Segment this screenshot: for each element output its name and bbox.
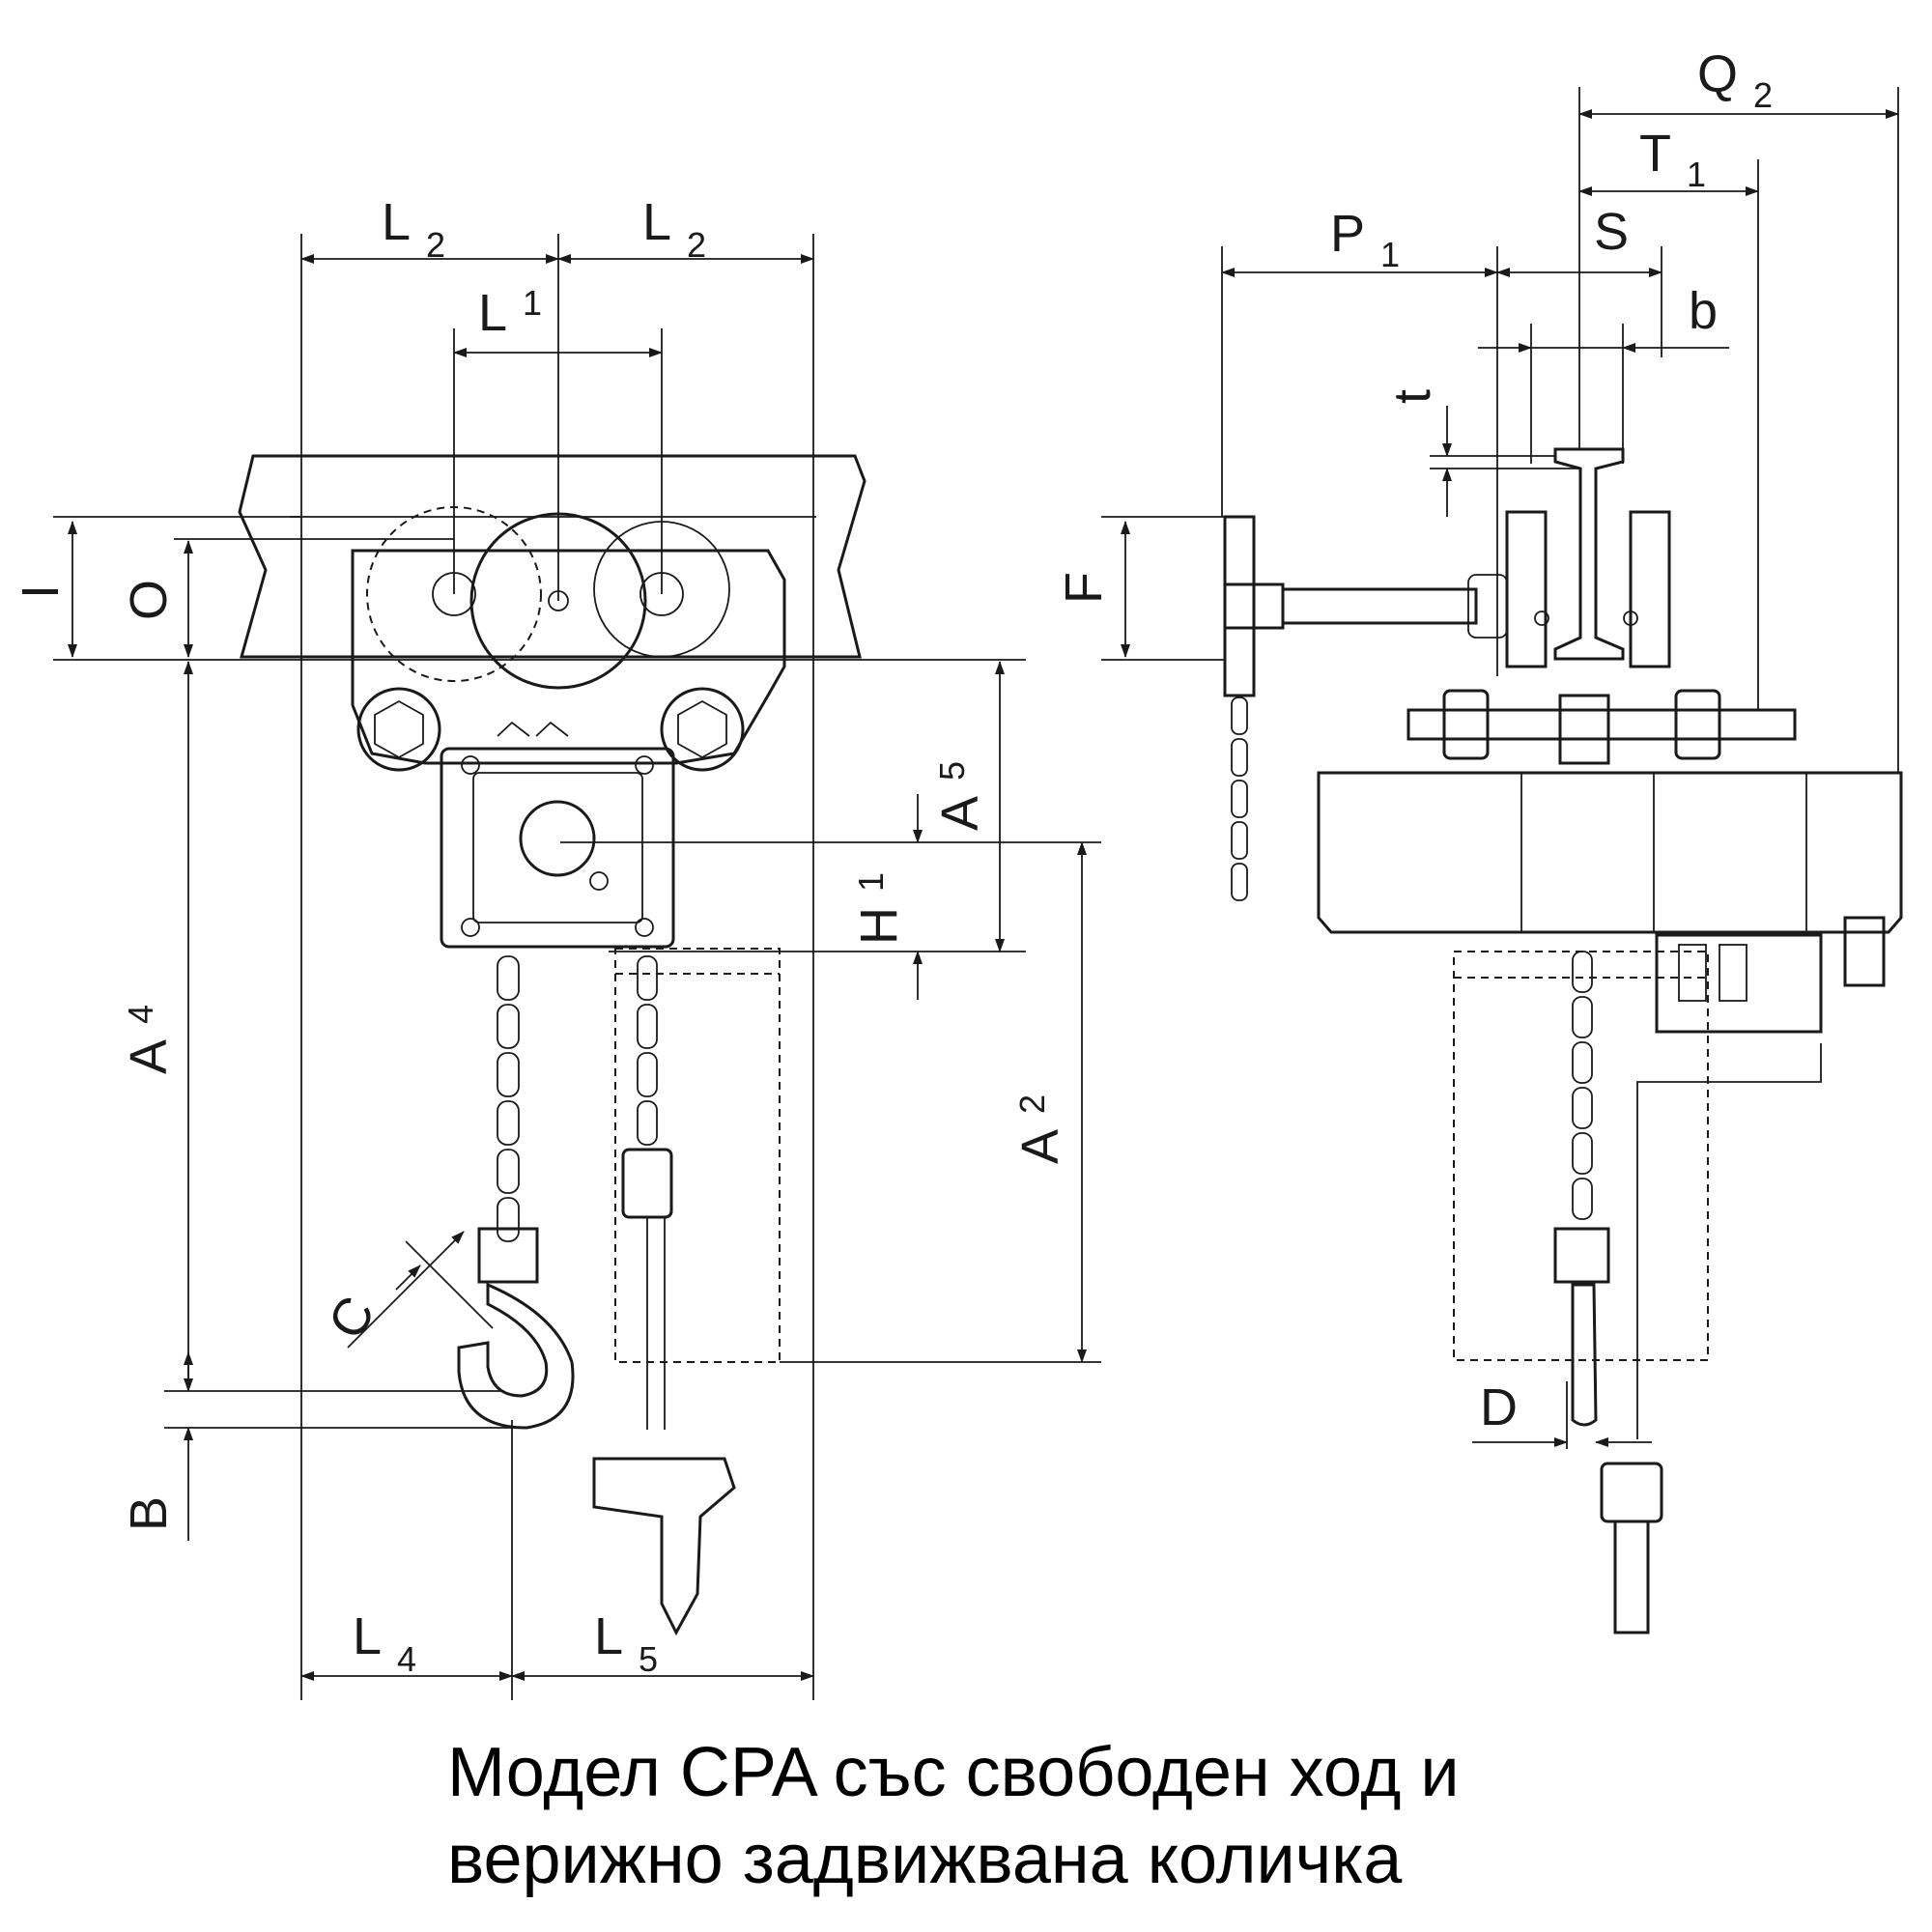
trolley-plate-left	[1505, 510, 1548, 668]
label-C: C	[317, 1287, 385, 1349]
caption-line-2: верижно задвижвана количка	[447, 1821, 1403, 1898]
hook-block	[477, 1227, 539, 1284]
label-H1: H1	[850, 872, 908, 945]
label-D: D	[1480, 1378, 1518, 1436]
label-t: t	[1383, 389, 1441, 404]
motor-body	[1317, 771, 1903, 934]
label-S: S	[1594, 203, 1629, 261]
beam-outline	[238, 454, 867, 659]
load-hook	[457, 1282, 575, 1430]
label-F: F	[1055, 572, 1113, 604]
label-b: b	[1689, 282, 1718, 340]
dimension-lines	[53, 234, 1101, 1700]
label-O: O	[120, 580, 178, 620]
trolley-side-plate	[351, 549, 786, 765]
hand-chain	[637, 955, 658, 1146]
hand-wheel	[1223, 515, 1256, 697]
label-A4: A4	[120, 1005, 178, 1074]
side-hand-chain	[1231, 696, 1248, 901]
label-B: B	[120, 1496, 178, 1531]
side-hook-block	[1553, 1227, 1610, 1284]
caption-line-1: Модел CPA със свободен ход и	[447, 1734, 1460, 1811]
clearance-envelope-side	[1453, 951, 1709, 1361]
motor-housing	[440, 747, 675, 949]
label-I: I	[12, 584, 70, 599]
trolley-plate-right	[1629, 510, 1671, 668]
label-A2: A2	[1011, 1094, 1069, 1164]
clearance-envelope-front	[614, 948, 781, 1363]
hex-bolt-right	[660, 687, 745, 772]
control-box	[1655, 933, 1823, 1034]
pendant-control	[592, 1457, 736, 1636]
front-view	[238, 454, 867, 1636]
hex-bolt-left	[356, 687, 441, 772]
side-pendant	[1600, 1462, 1663, 1523]
drawing-caption: Модел CPA със свободен ход и верижно зад…	[447, 1729, 1896, 1903]
i-beam	[1553, 447, 1625, 661]
side-hook	[1571, 1283, 1598, 1427]
side-load-chain	[1572, 951, 1593, 1220]
label-A5: A5	[931, 761, 989, 831]
trolley-axle	[1406, 708, 1797, 741]
side-dimension-lines	[1101, 87, 1899, 1449]
side-view	[1223, 447, 1903, 1634]
drive-shaft	[1281, 587, 1478, 625]
load-chain	[497, 955, 520, 1242]
